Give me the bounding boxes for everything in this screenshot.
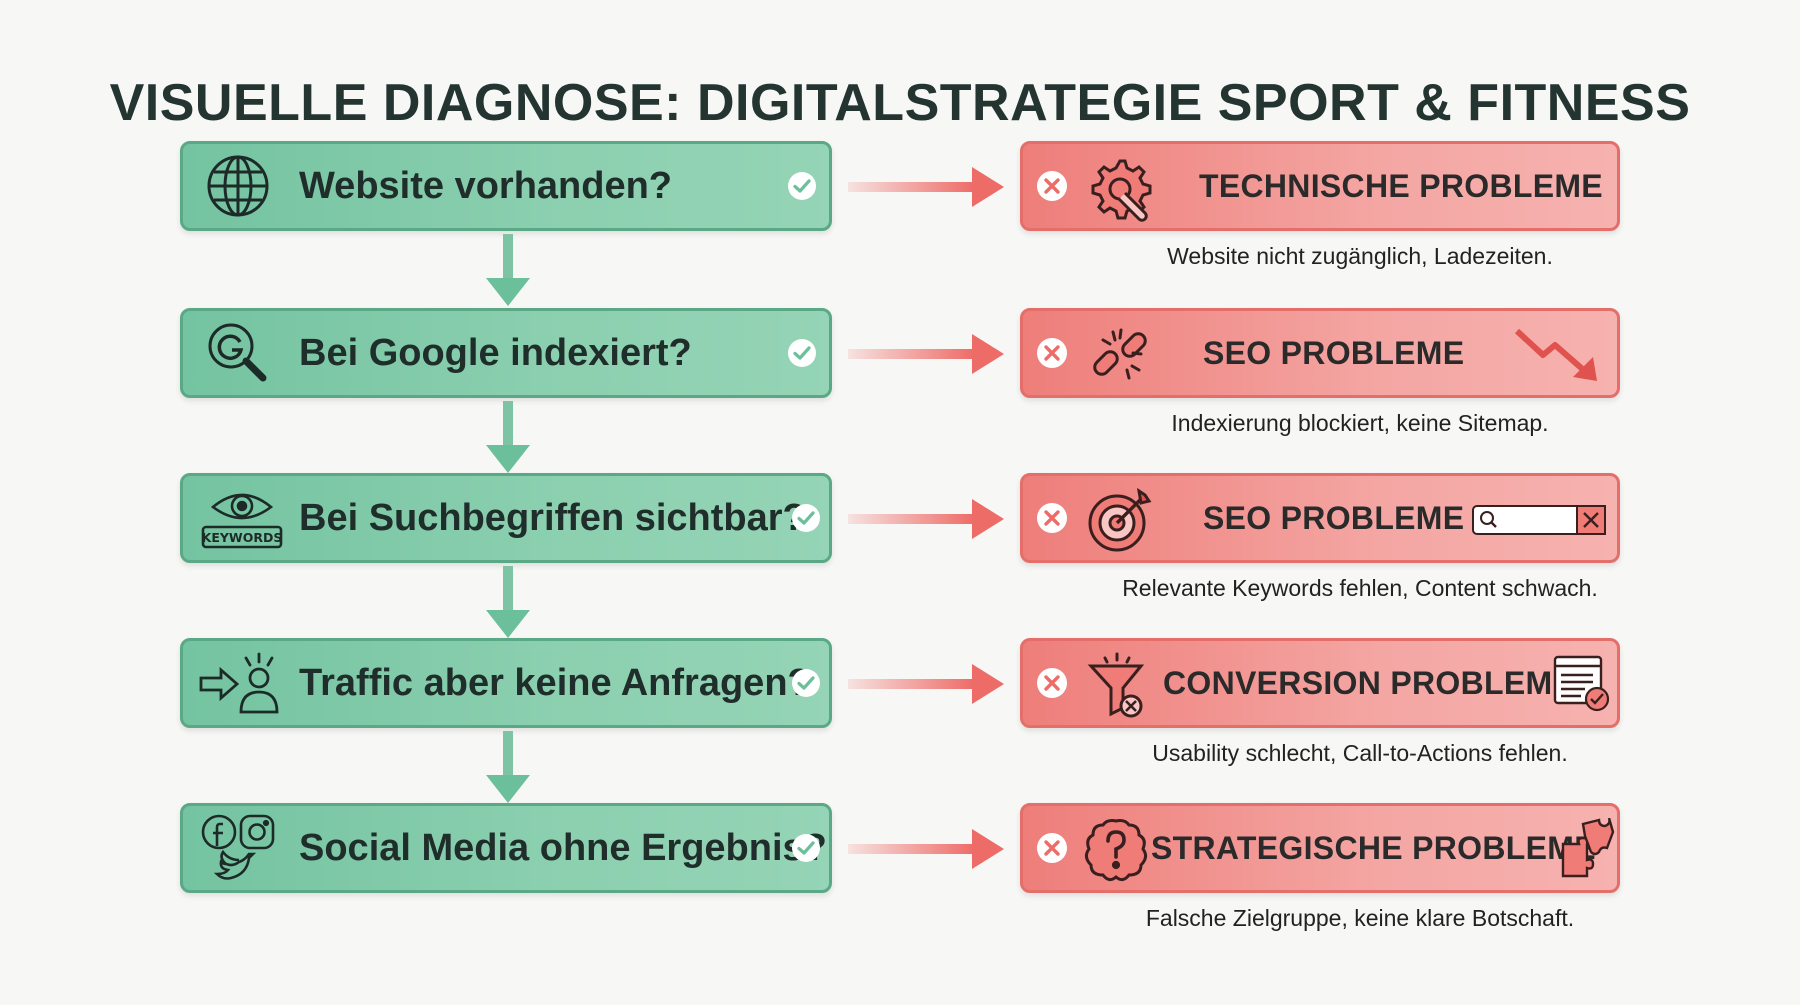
connector-arrow-down [480,401,536,475]
check-icon [791,833,821,863]
check-icon [787,338,817,368]
problem-box-conversion: CONVERSION PROBLEME [1020,638,1620,728]
problem-text: STRATEGISCHE PROBLEME [1151,830,1596,866]
check-icon [791,503,821,533]
puzzle-icon [1559,817,1615,878]
problem-box-seo-indexing: SEO PROBLEME [1020,308,1620,398]
connector-arrow-right [848,162,1008,212]
gear-wrench-icon [1085,153,1155,223]
problem-description: Falsche Zielgruppe, keine klare Botschaf… [1145,905,1575,931]
question-box-keywords: KEYWORDS Bei Suchbegriffen sichtbar? [180,473,832,563]
question-box-google: Bei Google indexiert? [180,308,832,398]
connector-arrow-right [848,824,1008,874]
connector-arrow-down [480,566,536,640]
arrow-user-icon [199,650,283,716]
close-circle-icon [1035,501,1069,535]
question-text: Website vorhanden? [299,165,673,207]
connector-arrow-down [480,731,536,805]
problem-description: Indexierung blockiert, keine Sitemap. [1171,410,1549,436]
problem-text: SEO PROBLEME [1203,500,1465,536]
trend-down-arrow-icon [1513,325,1603,385]
problem-text: CONVERSION PROBLEME [1163,665,1575,701]
close-circle-icon [1035,666,1069,700]
question-box-social: Social Media ohne Ergebnis? [180,803,832,893]
problem-description: Website nicht zugänglich, Ladezeiten. [1167,243,1553,269]
question-text: Bei Google indexiert? [299,332,692,374]
problem-box-strategic: STRATEGISCHE PROBLEME [1020,803,1620,893]
close-circle-icon [1035,169,1069,203]
eye-keywords-icon: KEYWORDS [201,485,283,551]
question-text: Traffic aber keine Anfragen? [299,662,811,704]
check-icon [791,668,821,698]
globe-icon [205,153,271,219]
problem-description: Usability schlecht, Call-to-Actions fehl… [1152,740,1568,766]
keywords-icon-label: KEYWORDS [202,530,283,545]
question-box-traffic: Traffic aber keine Anfragen? [180,638,832,728]
check-icon [787,171,817,201]
close-circle-icon [1035,336,1069,370]
funnel-x-icon [1085,650,1155,720]
target-icon [1085,485,1155,555]
connector-arrow-right [848,329,1008,379]
question-text: Bei Suchbegriffen sichtbar? [299,497,806,539]
problem-text: TECHNISCHE PROBLEME [1199,168,1603,204]
connector-arrow-right [848,659,1008,709]
close-circle-icon [1035,831,1069,865]
broken-link-icon [1085,320,1155,390]
page-title: VISUELLE DIAGNOSE: DIGITALSTRATEGIE SPOR… [109,73,1691,132]
question-box-website: Website vorhanden? [180,141,832,231]
brain-question-icon [1081,815,1151,885]
question-text: Social Media ohne Ergebnis? [299,827,827,869]
problem-box-technical: TECHNISCHE PROBLEME [1020,141,1620,231]
social-media-icon [201,812,281,884]
google-search-icon [205,320,271,386]
connector-arrow-right [848,494,1008,544]
connector-arrow-down [480,234,536,308]
problem-text: SEO PROBLEME [1203,335,1465,371]
problem-box-seo-keywords: SEO PROBLEME [1020,473,1620,563]
search-bar-error-icon [1471,504,1607,536]
problem-description: Relevante Keywords fehlen, Content schwa… [1122,575,1598,601]
form-check-icon [1551,653,1611,713]
